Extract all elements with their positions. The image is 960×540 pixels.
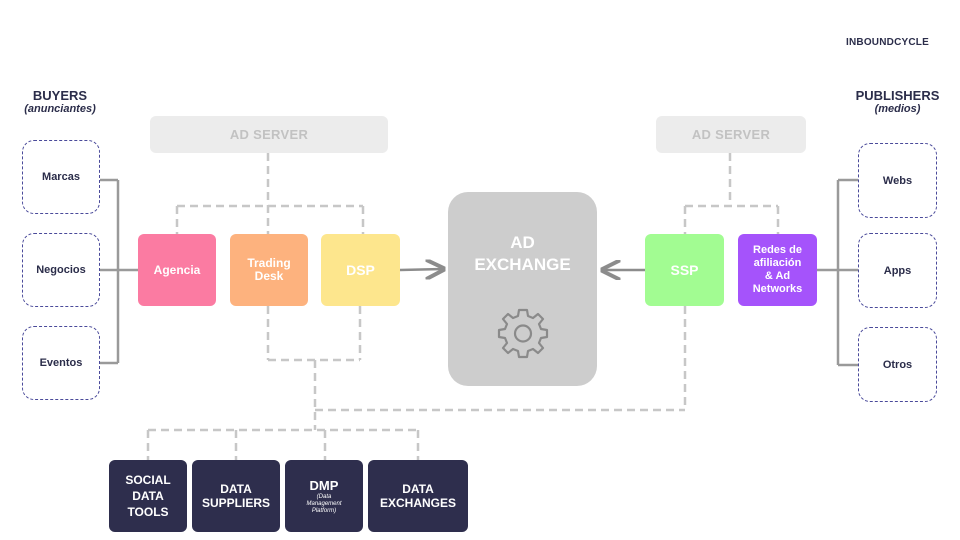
- dsp-box: DSP: [321, 234, 400, 306]
- trading-desk-label-line2: Desk: [254, 269, 284, 283]
- dmp-sub-line2: Management: [306, 500, 342, 507]
- buyer-marcas: Marcas: [22, 140, 100, 214]
- suppliers-label-line1: DATA: [220, 482, 252, 496]
- buyers-subtitle: (anunciantes): [24, 103, 96, 115]
- publishers-title: PUBLISHERS: [855, 88, 940, 103]
- buyers-bracket: [100, 178, 138, 365]
- publisher-webs: Webs: [858, 143, 937, 218]
- dsp-to-exchange-arrow: [399, 269, 443, 270]
- buyers-title: BUYERS: [32, 88, 88, 103]
- dmp-box: DMP (Data Management Platform): [285, 460, 363, 532]
- redes-label-line2: afiliación: [753, 257, 802, 269]
- publishers-subtitle: (medios): [874, 103, 921, 115]
- redes-label-line3: & Ad: [764, 270, 791, 282]
- redes-afiliacion-box: Redes de afiliación & Ad Networks: [738, 234, 817, 306]
- brand-logo: INBOUNDCYCLE: [846, 37, 929, 48]
- gear-icon: [497, 308, 548, 359]
- ad-exchange-box: AD EXCHANGE: [448, 192, 597, 386]
- ssp-box: SSP: [645, 234, 724, 306]
- dmp-sub-line1: (Data: [316, 493, 332, 500]
- buyers-header: BUYERS (anunciantes): [10, 88, 110, 115]
- exchanges-label-line2: EXCHANGES: [379, 496, 456, 510]
- social-label-line3: TOOLS: [127, 505, 169, 519]
- dmp-sub-line3: Platform): [311, 507, 337, 514]
- buyer-negocios: Negocios: [22, 233, 100, 307]
- publishers-header: PUBLISHERS (medios): [845, 88, 950, 115]
- data-suppliers-box: DATA SUPPLIERS: [192, 460, 280, 532]
- exchanges-label-line1: DATA: [402, 482, 434, 496]
- ad-server-right: AD SERVER: [656, 116, 806, 153]
- data-exchanges-box: DATA EXCHANGES: [368, 460, 468, 532]
- publishers-bracket: [817, 178, 858, 367]
- publisher-apps: Apps: [858, 233, 937, 308]
- ad-server-left: AD SERVER: [150, 116, 388, 153]
- redes-label-line4: Networks: [752, 283, 803, 295]
- ad-exchange-title-line1: AD: [510, 233, 535, 252]
- trading-desk-label-line1: Trading: [247, 256, 291, 270]
- publisher-otros: Otros: [858, 327, 937, 402]
- suppliers-label-line2: SUPPLIERS: [201, 496, 270, 510]
- buyer-eventos: Eventos: [22, 326, 100, 400]
- trading-desk-box: Trading Desk: [230, 234, 308, 306]
- social-data-tools-box: SOCIAL DATA TOOLS: [109, 460, 187, 532]
- redes-label-line1: Redes de: [753, 244, 802, 256]
- agencia-box: Agencia: [138, 234, 216, 306]
- ad-exchange-title-line2: EXCHANGE: [474, 255, 571, 274]
- social-label-line2: DATA: [132, 489, 164, 503]
- social-label-line1: SOCIAL: [125, 473, 171, 487]
- dmp-title: DMP: [309, 477, 339, 493]
